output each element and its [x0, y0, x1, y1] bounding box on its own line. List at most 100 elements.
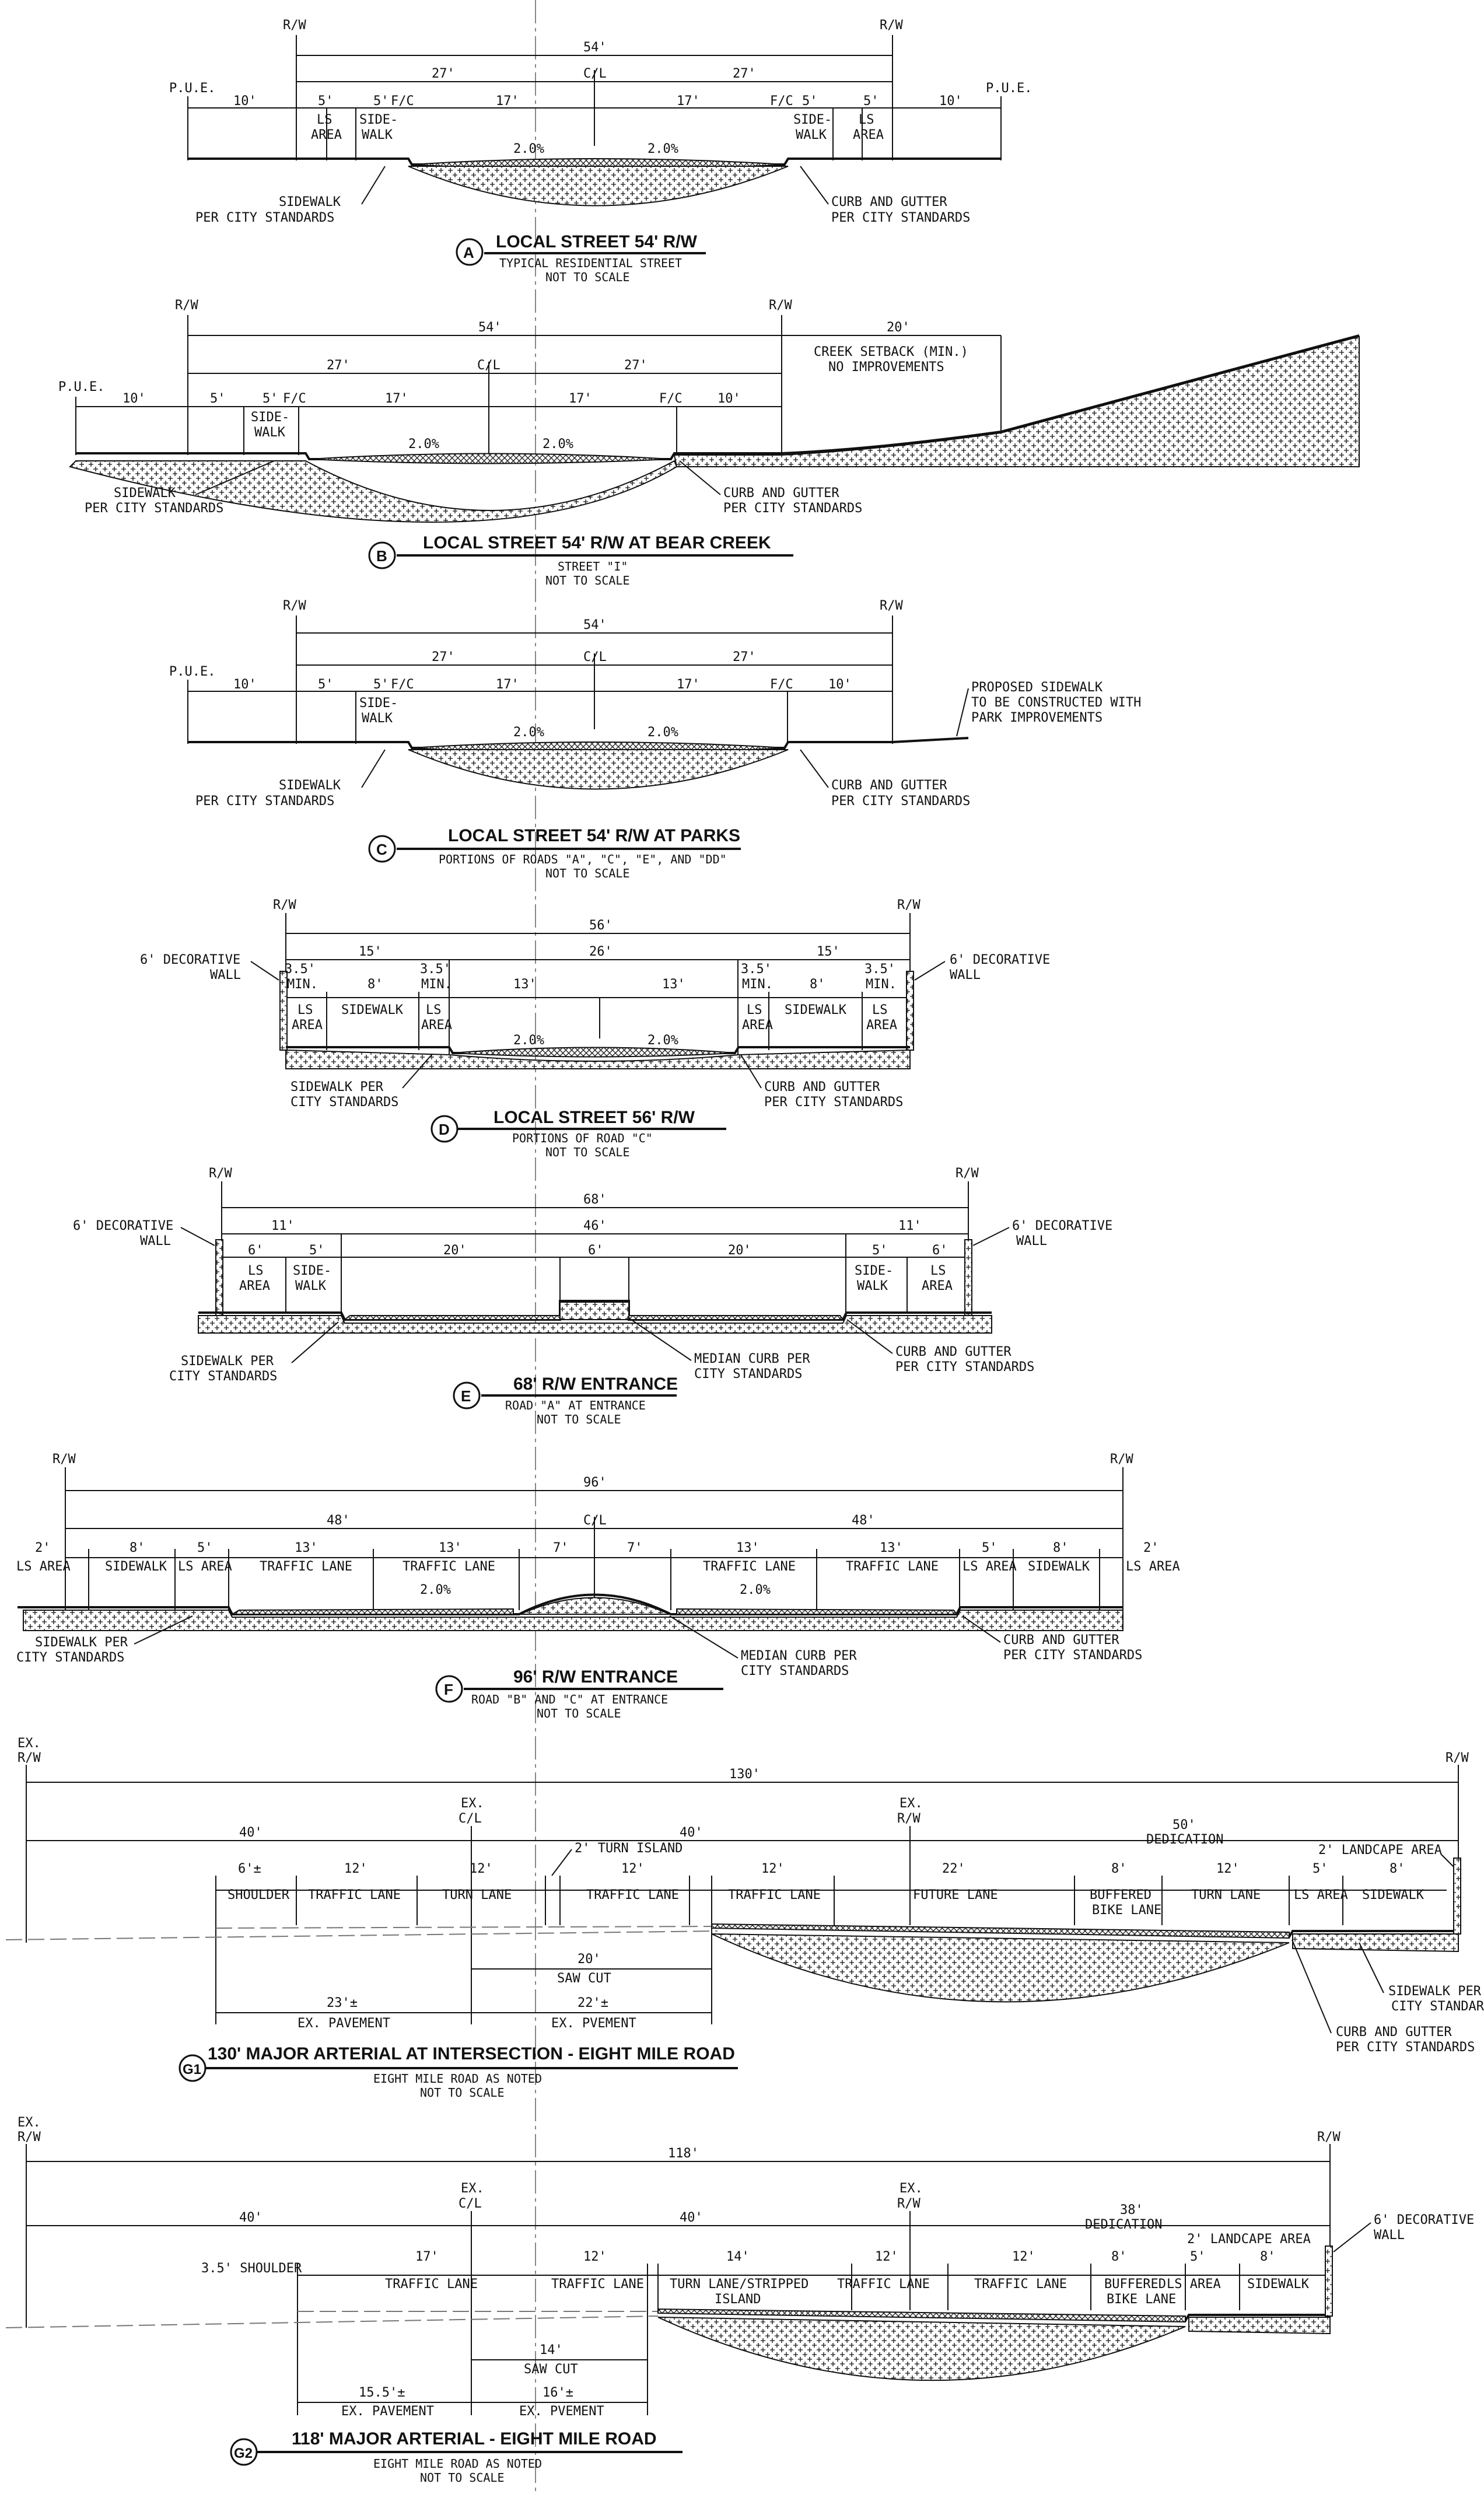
g1-dim-22: 22' — [942, 1862, 965, 1876]
f-rw-left: R/W — [52, 1452, 76, 1467]
c-badge: C — [376, 841, 387, 858]
a-sw-right-2: WALK — [796, 128, 827, 142]
a-ls-right-1: LS — [859, 113, 874, 127]
b-note-cg-1: CURB AND GUTTER — [723, 486, 839, 501]
e-sw-left-1: SIDE- — [293, 1264, 331, 1278]
c-dim-10-left: 10' — [233, 677, 257, 692]
a-dim-5c: 5' — [802, 94, 818, 109]
b-sub-1: STREET "I" — [558, 559, 628, 573]
d-min-a: MIN. — [287, 977, 318, 992]
d-slope-right: 2.0% — [648, 1033, 678, 1048]
d-note-cg-1: CURB AND GUTTER — [764, 1080, 880, 1094]
f-dim-8a: 8' — [130, 1541, 145, 1555]
d-title: LOCAL STREET 56' R/W — [494, 1108, 695, 1127]
d-dim-15-right: 15' — [817, 945, 840, 959]
c-slope-right: 2.0% — [648, 725, 678, 740]
g2-turn-2: ISLAND — [715, 2292, 761, 2307]
e-wall-right-1: 6' DECORATIVE — [1012, 1219, 1112, 1233]
a-slope-right: 2.0% — [648, 142, 678, 156]
g1-dim-12e: 12' — [1216, 1862, 1240, 1876]
g2-sub-1: EIGHT MILE ROAD AS NOTED — [373, 2457, 542, 2471]
c-sw-2: WALK — [362, 711, 393, 726]
g2-dim-38: 38' — [1120, 2203, 1143, 2217]
c-dim-27-left: 27' — [432, 650, 455, 664]
b-note-sw-1: SIDEWALK — [114, 486, 176, 501]
g2-wall-1: 6' DECORATIVE — [1374, 2213, 1474, 2227]
g1-dim-20: 20' — [578, 1952, 601, 1967]
b-rw-left: R/W — [175, 298, 198, 313]
g1-dim-40-left: 40' — [239, 1825, 262, 1840]
d-wall-left-1: 6' DECORATIVE — [140, 953, 240, 967]
a-dim-5b: 5' — [373, 94, 389, 109]
e-note-median-1: MEDIAN CURB PER — [694, 1352, 810, 1366]
g1-dim-12a: 12' — [344, 1862, 368, 1876]
c-park-1: PROPOSED SIDEWALK — [971, 680, 1103, 695]
c-sub-1: PORTIONS OF ROADS "A", "C", "E", AND "DD… — [439, 852, 727, 866]
a-slope-left: 2.0% — [513, 142, 544, 156]
e-title: 68' R/W ENTRANCE — [513, 1374, 678, 1394]
g1-dedication: DEDICATION — [1146, 1832, 1223, 1847]
b-dim-5a: 5' — [210, 391, 226, 406]
g2-landcape: 2' LANDCAPE AREA — [1187, 2232, 1311, 2247]
f-ls-c: LS AREA — [963, 1559, 1017, 1574]
g2-sidewalk: SIDEWALK — [1247, 2277, 1310, 2292]
a-dim-27-left: 27' — [432, 67, 455, 81]
a-sw-left-1: SIDE- — [359, 113, 398, 127]
c-note-sw-1: SIDEWALK — [279, 778, 341, 793]
e-ls-right-2: AREA — [922, 1279, 953, 1293]
b-sw-1: SIDE- — [251, 410, 289, 425]
g1-dim-12d: 12' — [761, 1862, 785, 1876]
b-dim-17-right: 17' — [569, 391, 592, 406]
f-note-median-1: MEDIAN CURB PER — [741, 1649, 857, 1663]
d-rw-left: R/W — [273, 898, 296, 912]
d-ls-c-2: AREA — [742, 1018, 773, 1033]
d-wall-right-1: 6' DECORATIVE — [950, 953, 1050, 967]
a-dim-17-left: 17' — [496, 94, 519, 109]
g2-ex-pvement: EX. PVEMENT — [519, 2404, 604, 2419]
d-ls-c-1: LS — [747, 1003, 762, 1017]
f-lane-2: TRAFFIC LANE — [402, 1559, 495, 1574]
e-note-cg-2: PER CITY STANDARDS — [895, 1360, 1034, 1374]
b-dim-10-right: 10' — [718, 391, 741, 406]
g2-lane-1: TRAFFIC LANE — [385, 2277, 478, 2292]
b-creek-2: NO IMPROVEMENTS — [828, 360, 944, 375]
d-ls-b-2: AREA — [421, 1018, 452, 1033]
g1-dim-50: 50' — [1172, 1818, 1196, 1832]
g2-badge: G2 — [234, 2446, 253, 2461]
c-dim-10-right: 10' — [828, 677, 852, 692]
e-rw-right: R/W — [956, 1166, 979, 1181]
g1-dim-6: 6'± — [238, 1862, 261, 1876]
g2-dim-40-left: 40' — [239, 2210, 262, 2225]
g2-turn-1: TURN LANE/STRIPPED — [670, 2277, 808, 2292]
a-cl: C/L — [583, 67, 607, 81]
c-rw-right: R/W — [880, 599, 903, 613]
g1-turn-2: TURN LANE — [1191, 1888, 1261, 1902]
g1-sawcut: SAW CUT — [557, 1971, 611, 1986]
c-dim-17-right: 17' — [677, 677, 700, 692]
a-fc-left: F/C — [391, 94, 414, 109]
g1-dim-40-right: 40' — [680, 1825, 703, 1840]
g1-dim-22pm: 22'± — [578, 1996, 608, 2010]
g2-dim-5: 5' — [1190, 2250, 1206, 2264]
g1-turn-island: 2' TURN ISLAND — [575, 1841, 682, 1856]
f-note-sw-1: SIDEWALK PER — [35, 1635, 128, 1650]
a-ls-left-1: LS — [317, 113, 332, 127]
a-note-cg-2: PER CITY STANDARDS — [831, 211, 970, 225]
g2-ls: LS AREA — [1167, 2277, 1221, 2292]
b-rw-right: R/W — [769, 298, 792, 313]
a-dim-10-left: 10' — [233, 94, 257, 109]
g2-dim-16: 16'± — [542, 2385, 573, 2400]
g1-ex-rw-2: R/W — [897, 1811, 921, 1826]
b-sub-2: NOT TO SCALE — [545, 573, 630, 587]
d-ls-d-2: AREA — [866, 1018, 897, 1033]
d-dim-13-left: 13' — [513, 977, 537, 992]
d-dim-15-left: 15' — [359, 945, 382, 959]
g1-dim-8b: 8' — [1390, 1862, 1405, 1876]
g2-dim-40-right: 40' — [680, 2210, 703, 2225]
e-dim-11-right: 11' — [898, 1219, 922, 1233]
c-note-cg-1: CURB AND GUTTER — [831, 778, 947, 793]
f-ls-a: LS AREA — [16, 1559, 71, 1574]
d-min-c: MIN. — [742, 977, 773, 992]
e-sub-2: NOT TO SCALE — [537, 1412, 621, 1426]
g2-dim-17: 17' — [415, 2250, 439, 2264]
